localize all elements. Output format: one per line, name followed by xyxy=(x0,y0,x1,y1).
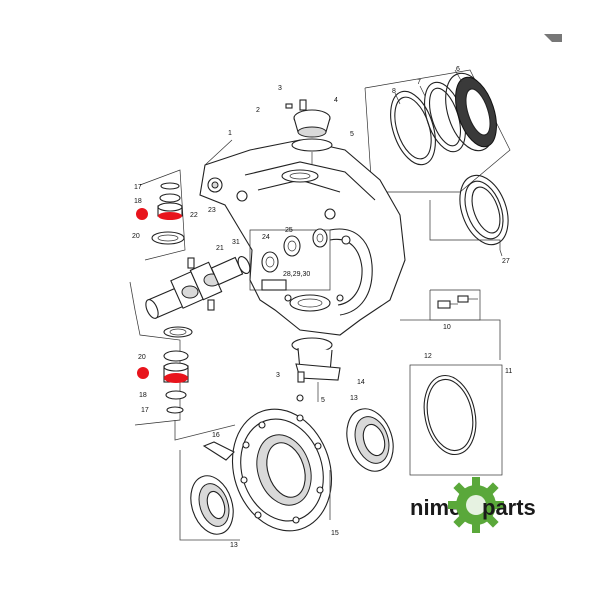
callout-21: 21 xyxy=(216,245,224,252)
callout-14: 14 xyxy=(357,379,365,386)
callout-6: 6 xyxy=(456,66,460,73)
callout-16: 16 xyxy=(212,432,220,439)
seal-27 xyxy=(429,174,509,257)
callout-13: 13 xyxy=(350,395,358,402)
lower-bearing-stack xyxy=(134,309,193,426)
callout-3: 3 xyxy=(278,85,282,92)
tapered-bearing-13-lower xyxy=(190,475,234,535)
callout-25: 25 xyxy=(285,227,293,234)
callout-17-lower: 17 xyxy=(141,407,149,414)
callout-5-lower: 5 xyxy=(321,397,325,404)
callout-15: 15 xyxy=(331,530,339,537)
bushing-group xyxy=(249,228,331,291)
highlight-lower-bearing xyxy=(164,373,188,383)
callout-4: 4 xyxy=(334,97,338,104)
callout-10: 10 xyxy=(443,324,451,331)
callout-3-lower: 3 xyxy=(276,372,280,379)
callout-24: 24 xyxy=(262,234,270,241)
highlight-upper-bearing xyxy=(158,212,182,220)
king-pin-top xyxy=(285,99,333,165)
highlight-dot-19-upper xyxy=(136,208,148,220)
callout-17-upper: 17 xyxy=(134,184,142,191)
steering-knuckle-housing xyxy=(199,139,406,336)
bolt-group-10 xyxy=(429,289,481,321)
callout-1: 1 xyxy=(228,130,232,137)
callout-2: 2 xyxy=(256,107,260,114)
upper-bearing-stack xyxy=(136,169,186,261)
callout-23: 23 xyxy=(208,207,216,214)
tapered-bearing-13 xyxy=(346,408,394,472)
callout-27: 27 xyxy=(502,258,510,265)
wheel-hub-flange xyxy=(202,408,333,532)
triangle-marker-icon xyxy=(544,34,562,42)
callout-11: 11 xyxy=(505,368,512,375)
callout-5: 5 xyxy=(350,131,354,138)
callout-12: 12 xyxy=(424,353,432,360)
callout-8: 8 xyxy=(392,88,396,95)
callout-13-lower: 13 xyxy=(230,542,238,549)
highlight-dot-19-lower xyxy=(137,367,149,379)
brand-suffix: parts xyxy=(482,495,536,520)
universal-joint-shaft xyxy=(145,255,251,319)
callout-18-lower: 18 xyxy=(139,392,147,399)
brand-logo: nimer parts xyxy=(410,477,536,533)
callout-20-lower: 20 xyxy=(138,354,146,361)
seal-ring-group-top xyxy=(364,69,511,193)
callout-22: 22 xyxy=(190,212,198,219)
callout-20-upper: 20 xyxy=(132,233,140,240)
callout-7: 7 xyxy=(417,79,421,86)
gear-icon xyxy=(448,477,504,533)
snap-ring-group xyxy=(409,364,503,476)
callout-31: 31 xyxy=(232,239,240,246)
assembly-guide-lines xyxy=(129,281,501,541)
callout-28-29-30: 28,29,30 xyxy=(283,271,310,278)
king-pin-bottom xyxy=(291,337,341,402)
callout-18-upper: 18 xyxy=(134,198,142,205)
callout-labels: 1 2 3 4 5 6 7 8 10 11 12 13 14 15 16 17 … xyxy=(132,66,512,549)
